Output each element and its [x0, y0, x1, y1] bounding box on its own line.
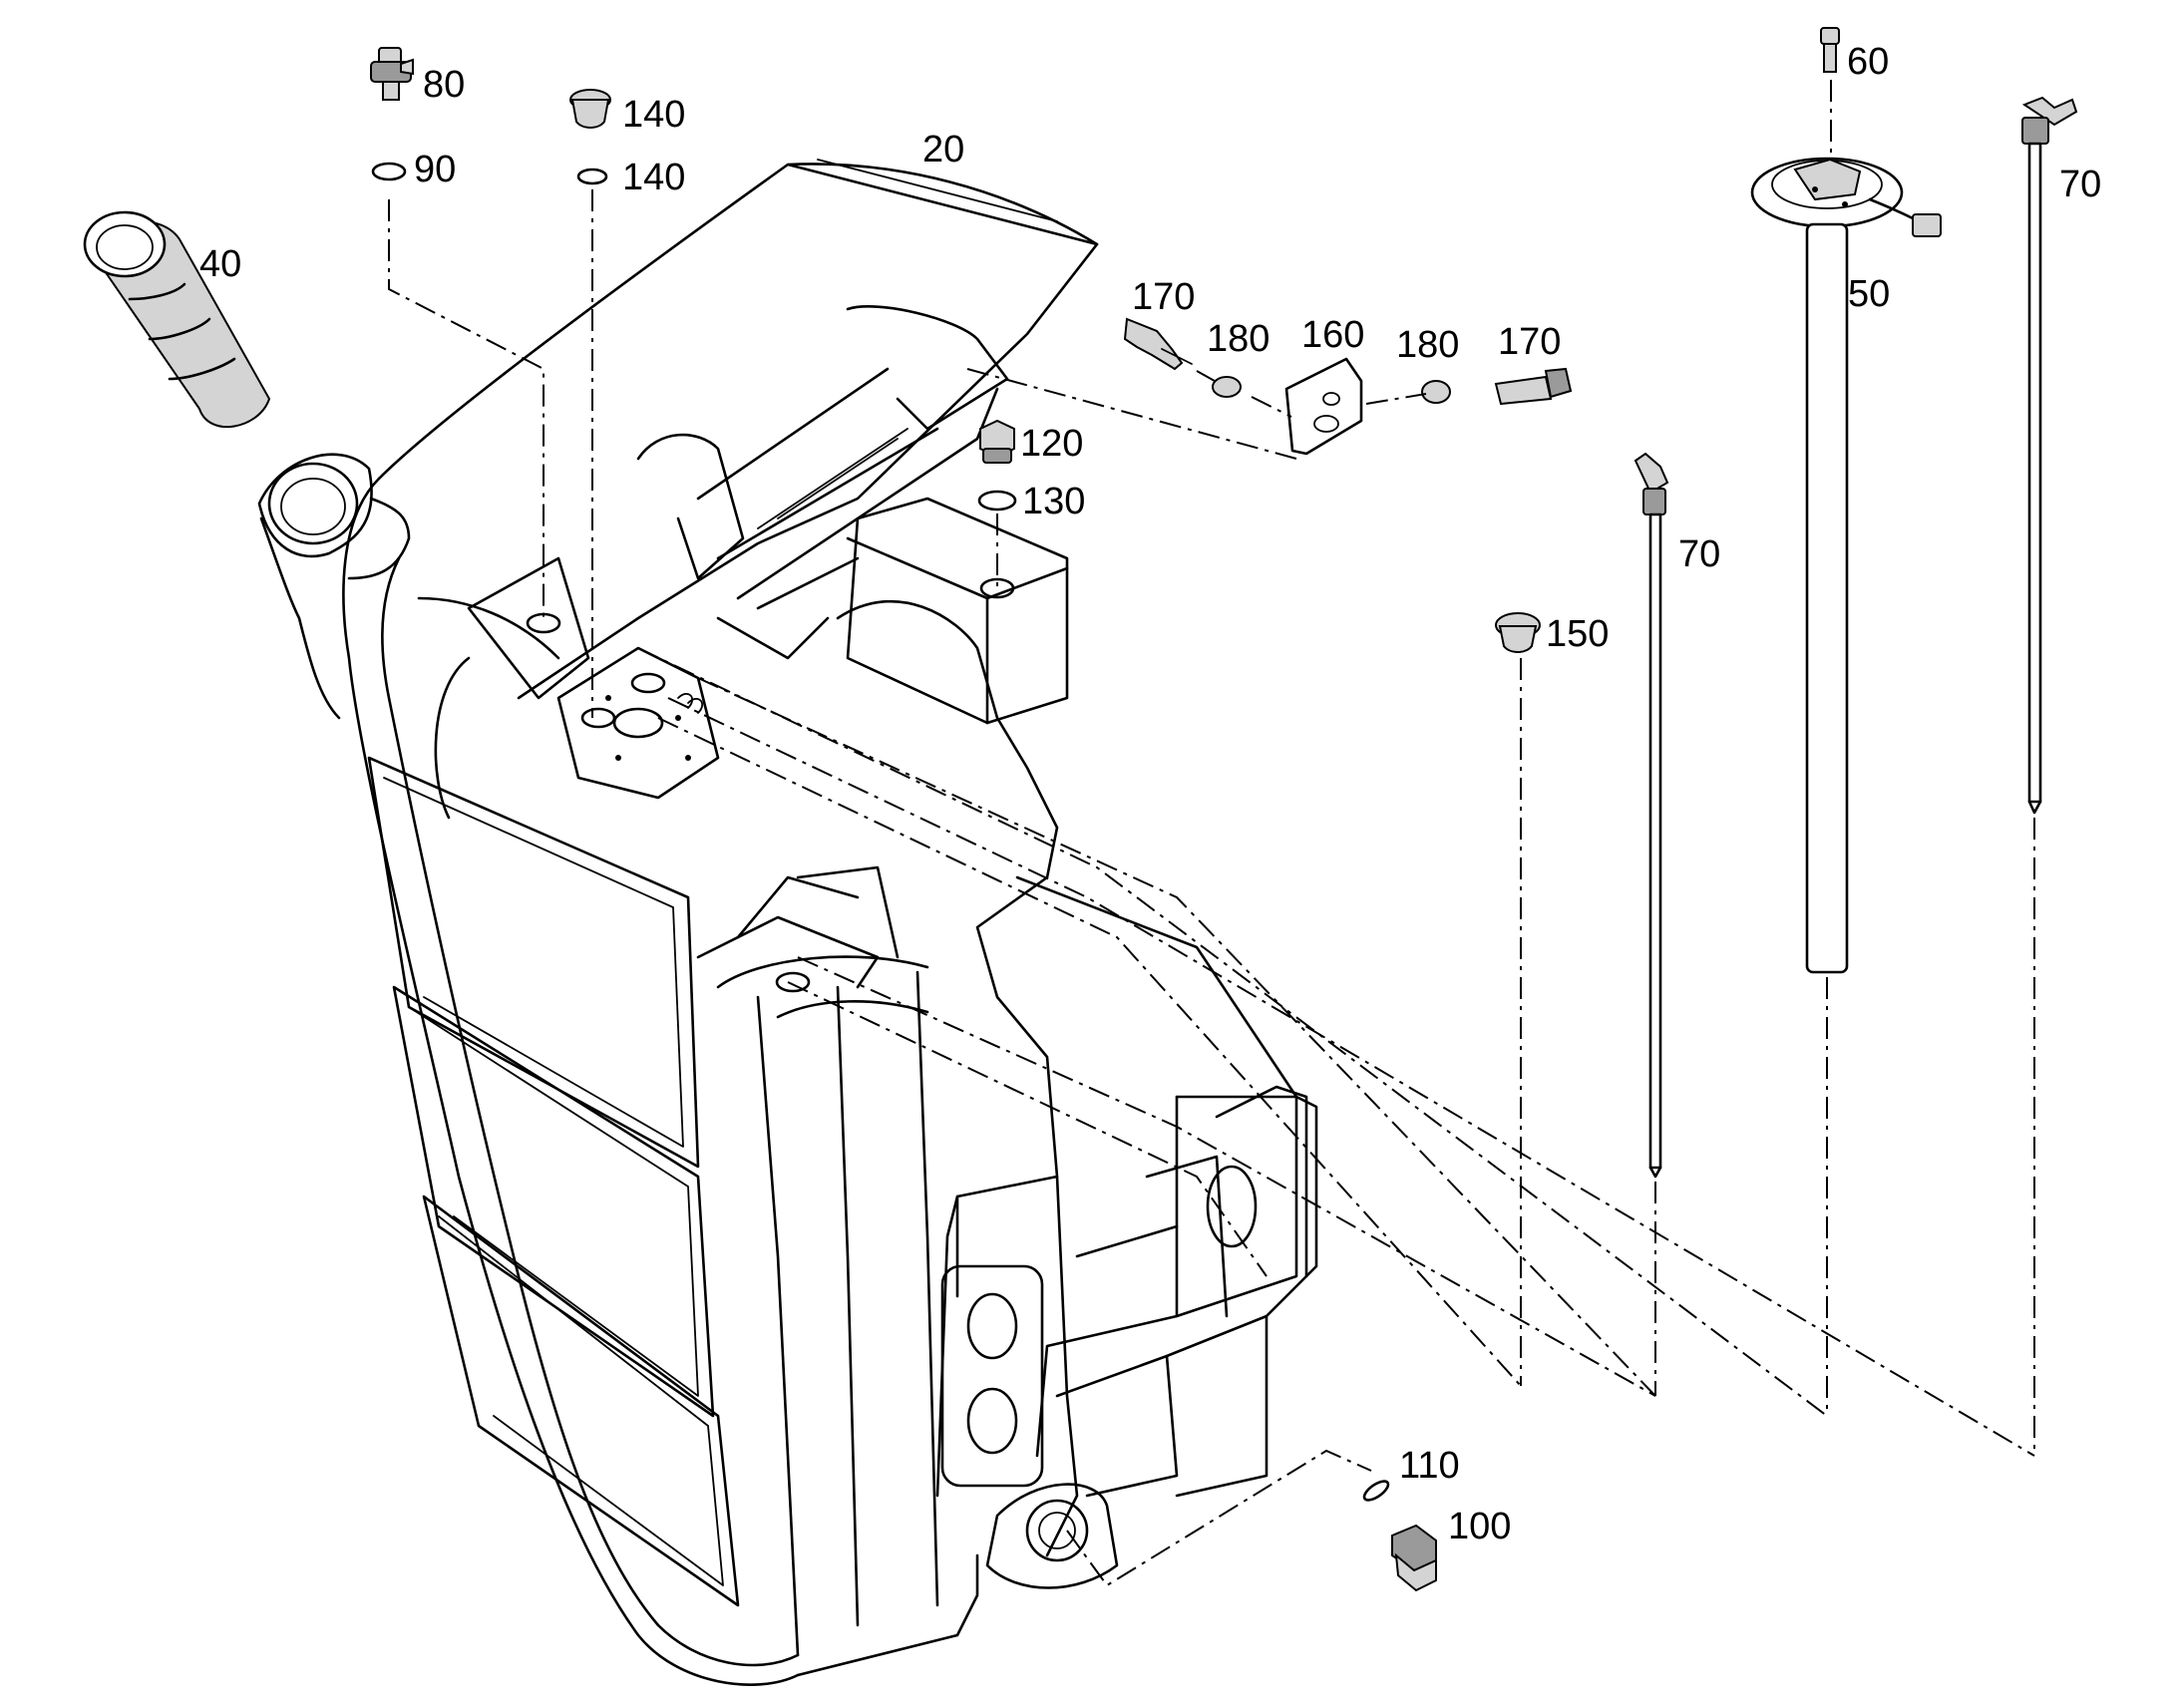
tank-upper-box	[716, 497, 1069, 725]
callout-140-bottom: 140	[622, 157, 685, 198]
probe-part-70-left	[1634, 452, 1669, 1179]
washer-part-180-right	[1421, 380, 1451, 404]
callout-60: 60	[1847, 41, 1889, 83]
callout-140-top: 140	[622, 94, 685, 136]
ring-part-110	[1362, 1480, 1390, 1502]
assembly-centerlines	[388, 80, 2035, 1587]
callout-180-left: 180	[1207, 318, 1270, 360]
probe-part-70-right	[2021, 96, 2078, 815]
callout-90: 90	[414, 149, 456, 190]
callout-160: 160	[1301, 314, 1364, 356]
filler-hose-part	[83, 210, 271, 428]
plug-part-150	[1495, 612, 1541, 653]
bracket-part-160	[1284, 357, 1363, 456]
callout-130: 130	[1022, 481, 1085, 522]
washer-part-180-left	[1212, 376, 1242, 398]
bolt-part-170-left	[1123, 317, 1193, 371]
callout-100: 100	[1448, 1506, 1511, 1547]
screw-part-60	[1820, 27, 1840, 73]
callout-80: 80	[423, 64, 465, 106]
valve-part	[370, 47, 414, 101]
callout-120: 120	[1020, 423, 1083, 465]
cap-part-100	[1391, 1524, 1437, 1592]
callout-20: 20	[922, 129, 964, 171]
callout-180-right: 180	[1396, 324, 1459, 366]
callout-150: 150	[1546, 613, 1609, 655]
callout-170-right: 170	[1498, 321, 1561, 363]
tank-top-plate	[467, 305, 1009, 993]
callout-70-left: 70	[1678, 533, 1720, 575]
callout-labels: 20 40 50 60 70 70 80 90 100 110 120 130 …	[199, 41, 2101, 1547]
filler-neck	[257, 453, 411, 720]
callout-50: 50	[1848, 273, 1890, 315]
plug-part-140	[569, 89, 611, 129]
o-ring-part-90	[371, 162, 407, 181]
callout-70-right: 70	[2059, 164, 2101, 205]
sender-unit-part-50	[1750, 157, 1942, 974]
tank-right-section	[836, 599, 1318, 1589]
callout-40: 40	[199, 243, 241, 285]
o-ring-part-140	[576, 168, 608, 185]
callout-110: 110	[1399, 1445, 1460, 1487]
fuel-tank-body	[342, 159, 1099, 1686]
bolt-part-170-right	[1494, 367, 1573, 406]
callout-170-left: 170	[1132, 276, 1195, 318]
ring-part-130	[977, 490, 1017, 512]
plug-part-120	[979, 419, 1015, 464]
